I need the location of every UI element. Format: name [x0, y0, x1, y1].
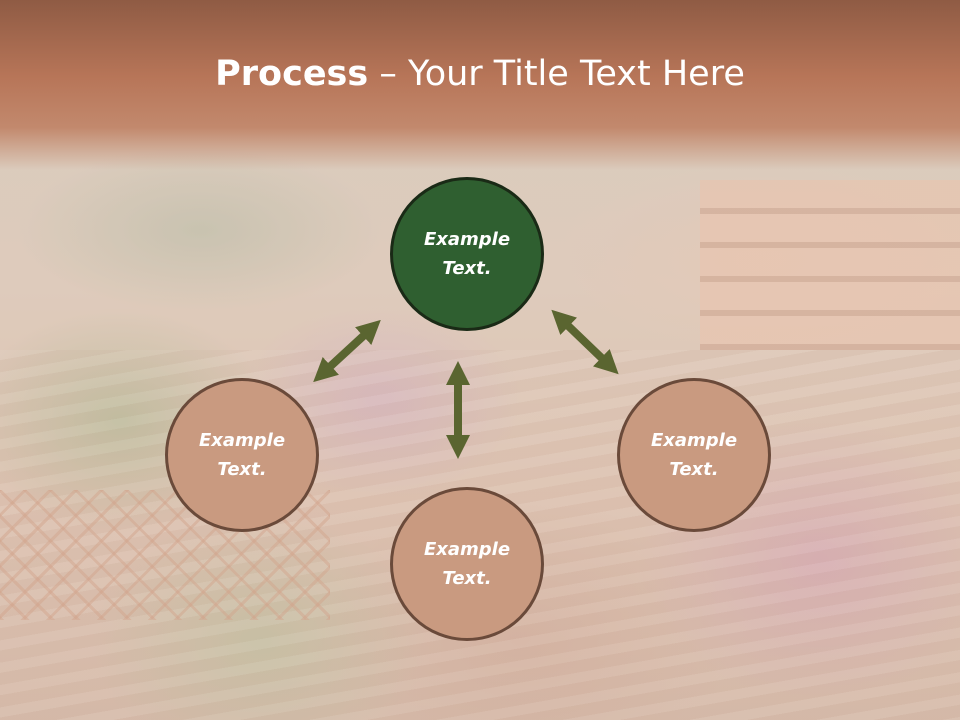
bottom-node-line1: Example — [423, 539, 511, 560]
center-node[interactable]: Example Text. — [390, 177, 544, 331]
center-node-line2: Text. — [442, 258, 492, 279]
right-node-text: Example Text. — [651, 426, 737, 484]
slide-title[interactable]: Process – Your Title Text Here — [0, 52, 960, 96]
center-node-text: Example Text. — [424, 225, 510, 283]
center-node-line1: Example — [423, 229, 511, 250]
right-node[interactable]: Example Text. — [617, 378, 771, 532]
title-bold: Process — [215, 54, 369, 94]
background-stairs — [700, 180, 960, 350]
right-node-line2: Text. — [669, 459, 719, 480]
bottom-node[interactable]: Example Text. — [390, 487, 544, 641]
right-node-line1: Example — [650, 430, 738, 451]
title-rest: – Your Title Text Here — [368, 54, 745, 94]
left-node[interactable]: Example Text. — [165, 378, 319, 532]
bottom-node-text: Example Text. — [424, 535, 510, 593]
header-band — [0, 0, 960, 170]
left-node-line1: Example — [198, 430, 286, 451]
left-node-line2: Text. — [217, 459, 267, 480]
bottom-node-line2: Text. — [442, 568, 492, 589]
left-node-text: Example Text. — [199, 426, 285, 484]
arrow-center-left — [313, 319, 381, 383]
arrow-center-right — [551, 309, 619, 375]
